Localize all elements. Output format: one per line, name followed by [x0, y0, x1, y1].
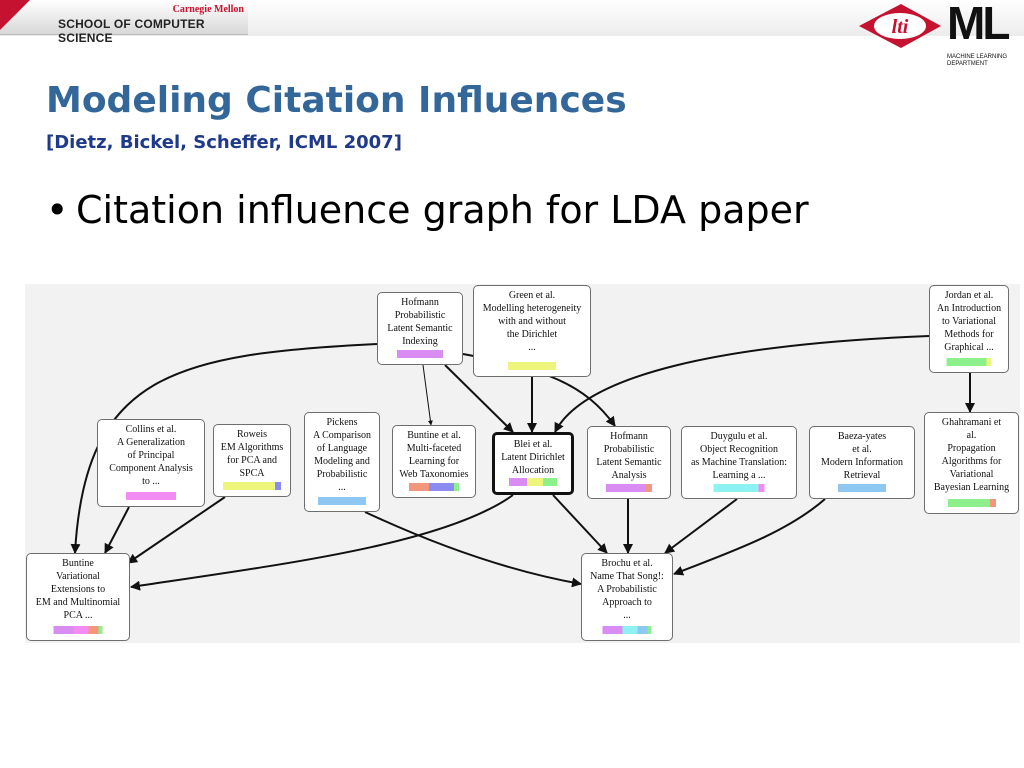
topic-bar-segment [223, 482, 275, 490]
topic-bar-segment [646, 484, 652, 492]
topic-distribution-bar [409, 483, 459, 491]
cmu-school-name: SCHOOL OF COMPUTER SCIENCE [58, 17, 205, 45]
topic-bar-segment [509, 478, 527, 486]
topic-bar-segment [527, 478, 543, 486]
topic-bar-segment [986, 358, 992, 366]
graph-edge-collins-to-buntine-var [104, 506, 130, 554]
graph-node-buntine-var: Buntine Variational Extensions to EM and… [26, 553, 130, 641]
graph-node-label: Roweis EM Algorithms for PCA and SPCA [220, 429, 284, 479]
graph-node-blei: Blei et al. Latent Dirichlet Allocation [492, 432, 574, 495]
graph-node-collins: Collins et al. A Generalization of Princ… [97, 419, 205, 507]
topic-distribution-bar [509, 478, 557, 486]
topic-bar-segment [543, 478, 557, 486]
graph-node-label: Blei et al. Latent Dirichlet Allocation [501, 439, 565, 476]
graph-node-label: Baeza-yates et al. Modern Information Re… [821, 431, 903, 481]
topic-bar-segment [53, 626, 74, 634]
topic-bar-segment [606, 484, 646, 492]
topic-distribution-bar [838, 484, 886, 492]
topic-distribution-bar [223, 482, 281, 490]
graph-edge-pickens-to-brochu [364, 511, 582, 588]
graph-node-brochu: Brochu et al. Name That Song!: A Probabi… [581, 553, 673, 641]
topic-bar-segment [318, 497, 366, 505]
graph-node-label: Pickens A Comparison of Language Modelin… [312, 417, 372, 493]
topic-bar-segment [429, 483, 454, 491]
topic-distribution-bar [947, 499, 996, 507]
topic-bar-segment [126, 492, 176, 500]
graph-node-label: Duygulu et al. Object Recognition as Mac… [690, 431, 788, 481]
graph-edge-jordan-to-blei [554, 335, 930, 433]
topic-distribution-bar [606, 484, 652, 492]
topic-distribution-bar [946, 358, 992, 366]
graph-node-label: Collins et al. A Generalization of Princ… [109, 424, 193, 487]
ml-logo: ML [947, 0, 1010, 49]
topic-bar-segment [454, 483, 459, 491]
graph-edge-baeza-to-brochu [673, 498, 826, 576]
ml-logo-subtitle: MACHINE LEARNING DEPARTMENT [947, 54, 1021, 68]
graph-node-hofmann1: Hofmann Probabilistic Latent Semantic In… [377, 292, 463, 365]
cmu-university-name: Carnegie Mellon [172, 4, 244, 15]
topic-bar-segment [637, 626, 648, 634]
graph-node-label: Hofmann Probabilistic Latent Semantic In… [387, 297, 453, 347]
lti-logo-text: lti [892, 16, 909, 38]
graph-node-label: Ghahramani et al. Propagation Algorithms… [933, 417, 1010, 493]
graph-node-pickens: Pickens A Comparison of Language Modelin… [304, 412, 380, 512]
topic-distribution-bar [397, 350, 443, 358]
topic-bar-segment [758, 484, 765, 492]
topic-bar-segment [622, 626, 638, 634]
bullet-text: Citation influence graph for LDA paper [76, 188, 809, 232]
topic-distribution-bar [53, 626, 103, 634]
graph-node-baeza: Baeza-yates et al. Modern Information Re… [809, 426, 915, 499]
topic-bar-segment [409, 483, 429, 491]
topic-bar-segment [275, 482, 281, 490]
graph-edge-hofmann1-to-buntine-var [70, 343, 378, 554]
topic-bar-segment [713, 484, 759, 492]
graph-node-label: Jordan et al. An Introduction to Variati… [936, 290, 1002, 353]
slide-title: Modeling Citation Influences [46, 80, 627, 121]
graph-node-hofmann2: Hofmann Probabilistic Latent Semantic An… [587, 426, 671, 499]
graph-edge-blei-to-brochu [552, 494, 608, 554]
cmu-banner: Carnegie Mellon SCHOOL OF COMPUTER SCIEN… [0, 0, 248, 45]
slide-subtitle: [Dietz, Bickel, Scheffer, ICML 2007] [46, 132, 402, 153]
graph-node-jordan: Jordan et al. An Introduction to Variati… [929, 285, 1009, 373]
topic-distribution-bar [508, 362, 556, 370]
topic-distribution-bar [318, 497, 366, 505]
graph-node-duygulu: Duygulu et al. Object Recognition as Mac… [681, 426, 797, 499]
graph-edge-blei-to-buntine-var [130, 494, 514, 591]
topic-bar-segment [947, 499, 990, 507]
topic-bar-segment [73, 626, 89, 634]
topic-bar-segment [647, 626, 652, 634]
topic-bar-segment [989, 499, 996, 507]
topic-bar-segment [98, 626, 103, 634]
topic-bar-segment [602, 626, 623, 634]
bullet-dot-icon: • [46, 188, 69, 232]
topic-bar-segment [508, 362, 556, 370]
topic-bar-segment [838, 484, 886, 492]
graph-node-label: Brochu et al. Name That Song!: A Probabi… [590, 558, 664, 621]
topic-bar-segment [946, 358, 987, 366]
topic-bar-segment [88, 626, 99, 634]
graph-node-roweis: Roweis EM Algorithms for PCA and SPCA [213, 424, 291, 497]
graph-node-ghahramani: Ghahramani et al. Propagation Algorithms… [924, 412, 1019, 514]
topic-distribution-bar [126, 492, 176, 500]
graph-node-green: Green et al. Modelling heterogeneity wit… [473, 285, 591, 377]
ml-logo-line1: MACHINE LEARNING [947, 54, 1008, 60]
graph-node-label: Green et al. Modelling heterogeneity wit… [482, 290, 582, 353]
topic-bar-segment [397, 350, 443, 358]
citation-graph: Hofmann Probabilistic Latent Semantic In… [25, 284, 1020, 643]
graph-edge-duygulu-to-brochu [664, 498, 738, 554]
ml-logo-line2: DEPARTMENT [947, 61, 988, 67]
lti-logo: lti [859, 4, 941, 48]
graph-node-label: Hofmann Probabilistic Latent Semantic An… [596, 431, 662, 481]
bullet-item: •Citation influence graph for LDA paper [46, 188, 809, 232]
graph-node-buntine-web: Buntine et al. Multi-faceted Learning fo… [392, 425, 476, 498]
graph-edges [70, 335, 975, 591]
graph-edge-hofmann1-to-blei [444, 364, 514, 433]
graph-node-label: Buntine et al. Multi-faceted Learning fo… [399, 430, 469, 480]
topic-distribution-bar [602, 626, 652, 634]
cmu-corner-shape [0, 0, 30, 30]
graph-node-label: Buntine Variational Extensions to EM and… [35, 558, 121, 621]
graph-edge-roweis-to-buntine-var [127, 496, 226, 564]
topic-distribution-bar [713, 484, 765, 492]
graph-edge-hofmann1-to-buntine-web [422, 364, 433, 426]
